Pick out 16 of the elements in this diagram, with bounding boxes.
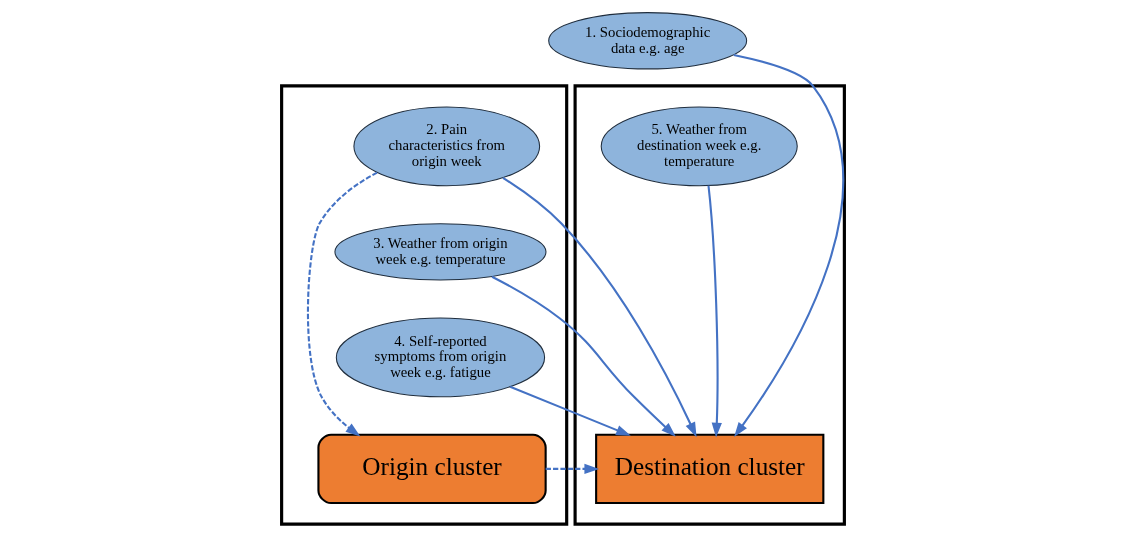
arrow [733,53,844,438]
node-ellipse: 4. Self-reported symptoms from origin week e.g. fatigue [335,317,546,398]
arrow [502,177,697,438]
node-ellipse: 2. Pain characteristics from origin week [353,106,541,187]
node-ellipse: 3. Weather from origin week e.g. temperature [334,223,547,281]
node-box: Destination cluster [595,433,825,505]
arrow [306,171,378,437]
arrow [707,185,722,438]
arrow [509,385,631,436]
cluster [280,84,569,526]
node-ellipse: 5. Weather from destination week e.g. temperature [600,106,798,187]
node-box: Origin cluster [317,433,547,505]
node-ellipse: 1. Sociodemographic data e.g. age [548,12,748,70]
cluster [573,84,846,526]
arrow [545,463,600,475]
arrow [491,275,676,437]
